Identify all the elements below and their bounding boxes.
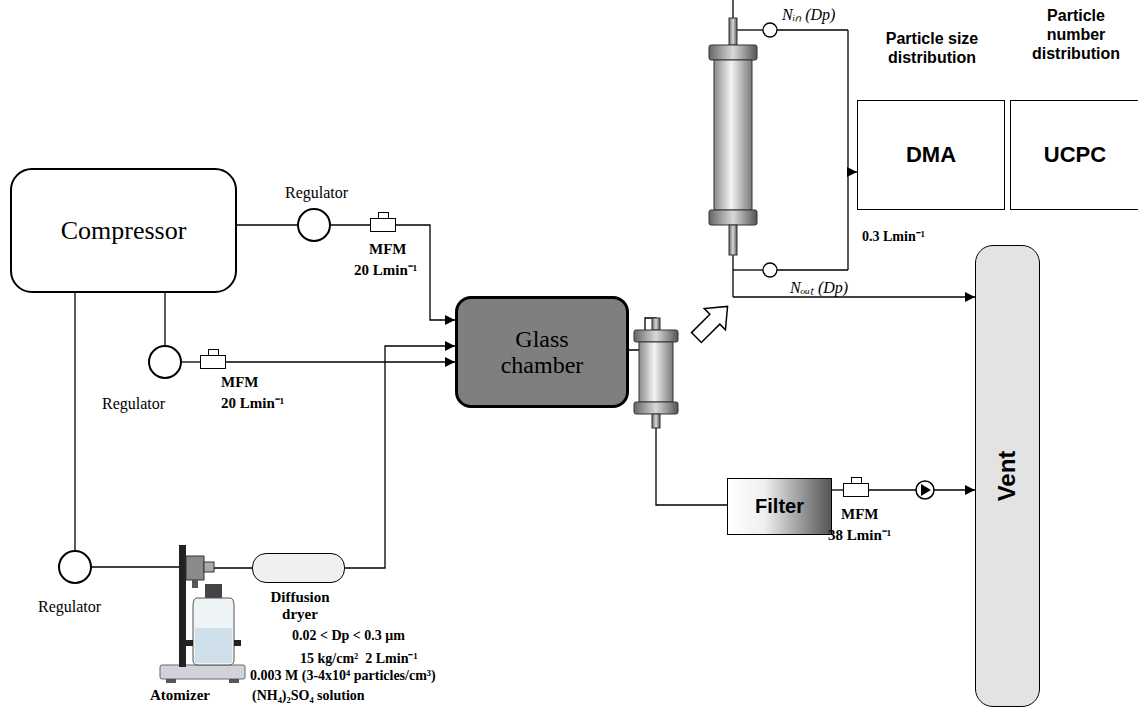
atomizer-illustration [179, 545, 186, 667]
sampling-line [763, 23, 777, 37]
filter-holder [652, 318, 660, 330]
flow-line [74, 293, 75, 550]
sampling-line [777, 269, 848, 270]
diffusion-dryer: Diffusion dryer [252, 553, 345, 583]
node-caption: MFM [841, 506, 878, 523]
atomizer-illustration [192, 580, 198, 588]
sampling-line [737, 29, 763, 30]
filter-holder [714, 60, 752, 210]
vent-box: Vent [975, 245, 1040, 707]
regulator-circle: Regulator [58, 550, 92, 584]
flow-line [237, 224, 297, 225]
instrument-box: Particle number distributionUCPC [1010, 100, 1138, 210]
atomizer-illustration [160, 545, 245, 683]
filter-holder [652, 414, 660, 428]
atomizer-illustration [193, 598, 234, 665]
filter-holder [634, 318, 678, 428]
filter-holder [709, 18, 757, 255]
node-caption: Atomizer [150, 687, 210, 704]
filter-holder [709, 210, 757, 225]
node-caption: Particle size distribution [877, 29, 987, 67]
pump-symbol [921, 484, 931, 496]
regulator-circle: Regulator [297, 208, 331, 242]
filter-holder [709, 45, 757, 60]
atomizer-illustration [160, 665, 245, 679]
filter-holder [634, 402, 678, 414]
atomizer-illustration [195, 628, 232, 663]
node-caption: 20 Lmin⁻¹ [221, 392, 284, 412]
flow-line [629, 318, 727, 505]
annotation-label: 15 kg/cm² 2 Lmin⁻¹ [300, 648, 418, 667]
instrument-box: Particle size distributionDMA [857, 100, 1005, 210]
sampling-line [763, 263, 777, 277]
mass-flow-meter: MFM20 Lmin⁻¹ [370, 218, 396, 232]
annotation-label: (NH₄)₂SO₄ solution [252, 688, 365, 704]
annotation-label: 0.02 < Dp < 0.3 μm [292, 628, 405, 644]
glass-chamber: Glass chamber [455, 296, 629, 408]
pump-symbol [916, 481, 934, 499]
node-text: Filter [755, 495, 804, 518]
filter-holder [729, 18, 737, 45]
regulator-circle: Regulator [148, 345, 182, 379]
sampling-line [848, 171, 857, 172]
compressor-box: Compressor [10, 168, 237, 293]
node-caption: Particle number distribution [1026, 6, 1126, 64]
node-caption: 20 Lmin⁻¹ [354, 259, 417, 279]
atomizer-illustration [166, 679, 176, 683]
sampling-line [732, 0, 733, 18]
filter-holder [729, 225, 737, 255]
flow-line [182, 361, 200, 362]
node-text: Vent [994, 451, 1022, 502]
hollow-arrow [686, 296, 738, 348]
flow-line [226, 361, 455, 362]
node-caption: Regulator [285, 184, 348, 202]
atomizer-illustration [205, 584, 222, 598]
node-text: UCPC [1044, 142, 1106, 168]
filter-holder [634, 330, 678, 342]
flow-line [92, 566, 186, 567]
pump-symbol [916, 481, 934, 499]
annotation-label: Nₒᵤₜ (Dp) [790, 276, 848, 298]
node-text: Compressor [61, 216, 187, 246]
node-caption: 38 Lmin⁻¹ [828, 524, 891, 544]
sampling-line [733, 296, 975, 297]
atomizer: Atomizer [150, 545, 245, 707]
mass-flow-meter: MFM20 Lmin⁻¹ [200, 355, 226, 369]
annotation-label: Nᵢₙ (Dp) [782, 3, 835, 25]
mass-flow-meter: MFM38 Lmin⁻¹ [843, 483, 869, 497]
sampling-line [732, 255, 733, 297]
node-caption: MFM [369, 241, 406, 258]
atomizer-illustration [204, 562, 214, 572]
sampling-line [777, 29, 848, 30]
filter-box: Filter [727, 478, 832, 535]
hollow-arrow [686, 296, 738, 348]
atomizer-illustration [234, 640, 241, 646]
flow-line [345, 346, 455, 568]
annotation-label: 0.003 M (3-4x10⁴ particles/cm³) [250, 668, 436, 684]
node-caption: MFM [221, 374, 258, 391]
atomizer-illustration [186, 556, 204, 580]
node-caption: Regulator [102, 395, 165, 413]
node-text: Glass chamber [487, 326, 597, 379]
flow-line [164, 293, 165, 345]
atomizer-illustration [186, 640, 193, 646]
sampling-line [733, 269, 763, 270]
sampling-line [847, 30, 848, 270]
flow-line [331, 224, 370, 225]
flow-line [832, 489, 843, 490]
atomizer-illustration [229, 679, 239, 683]
node-caption: Diffusion dryer [260, 589, 340, 622]
annotation-label: 0.3 Lmin⁻¹ [862, 226, 925, 245]
node-text: DMA [906, 142, 956, 168]
flow-line [214, 567, 252, 568]
filter-holder [639, 342, 673, 402]
node-caption: Regulator [38, 598, 101, 616]
